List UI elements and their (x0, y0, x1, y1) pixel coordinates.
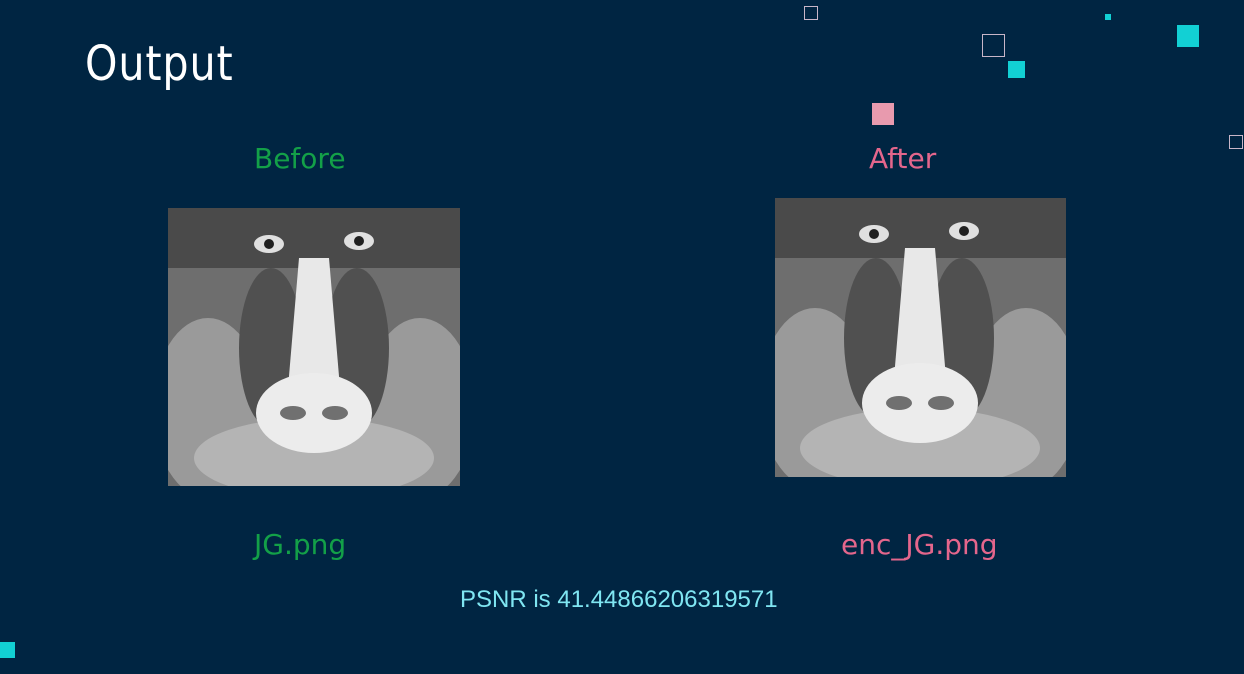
decor-square-cyan (1105, 14, 1111, 20)
decor-square-outline (982, 34, 1005, 57)
after-image (775, 198, 1066, 477)
decor-square-cyan (0, 642, 15, 658)
decor-square-cyan (1008, 61, 1025, 78)
before-image (168, 208, 460, 486)
decor-square-pink (872, 103, 894, 125)
before-label: Before (254, 142, 346, 175)
decor-square-outline (1229, 135, 1243, 149)
decor-square-outline (804, 6, 818, 20)
psnr-result: PSNR is 41.44866206319571 (460, 586, 778, 613)
decor-square-cyan (1177, 25, 1199, 47)
before-filename: JG.png (254, 528, 347, 561)
after-filename: enc_JG.png (841, 528, 998, 561)
after-label: After (869, 142, 937, 175)
slide-title: Output (85, 36, 234, 92)
